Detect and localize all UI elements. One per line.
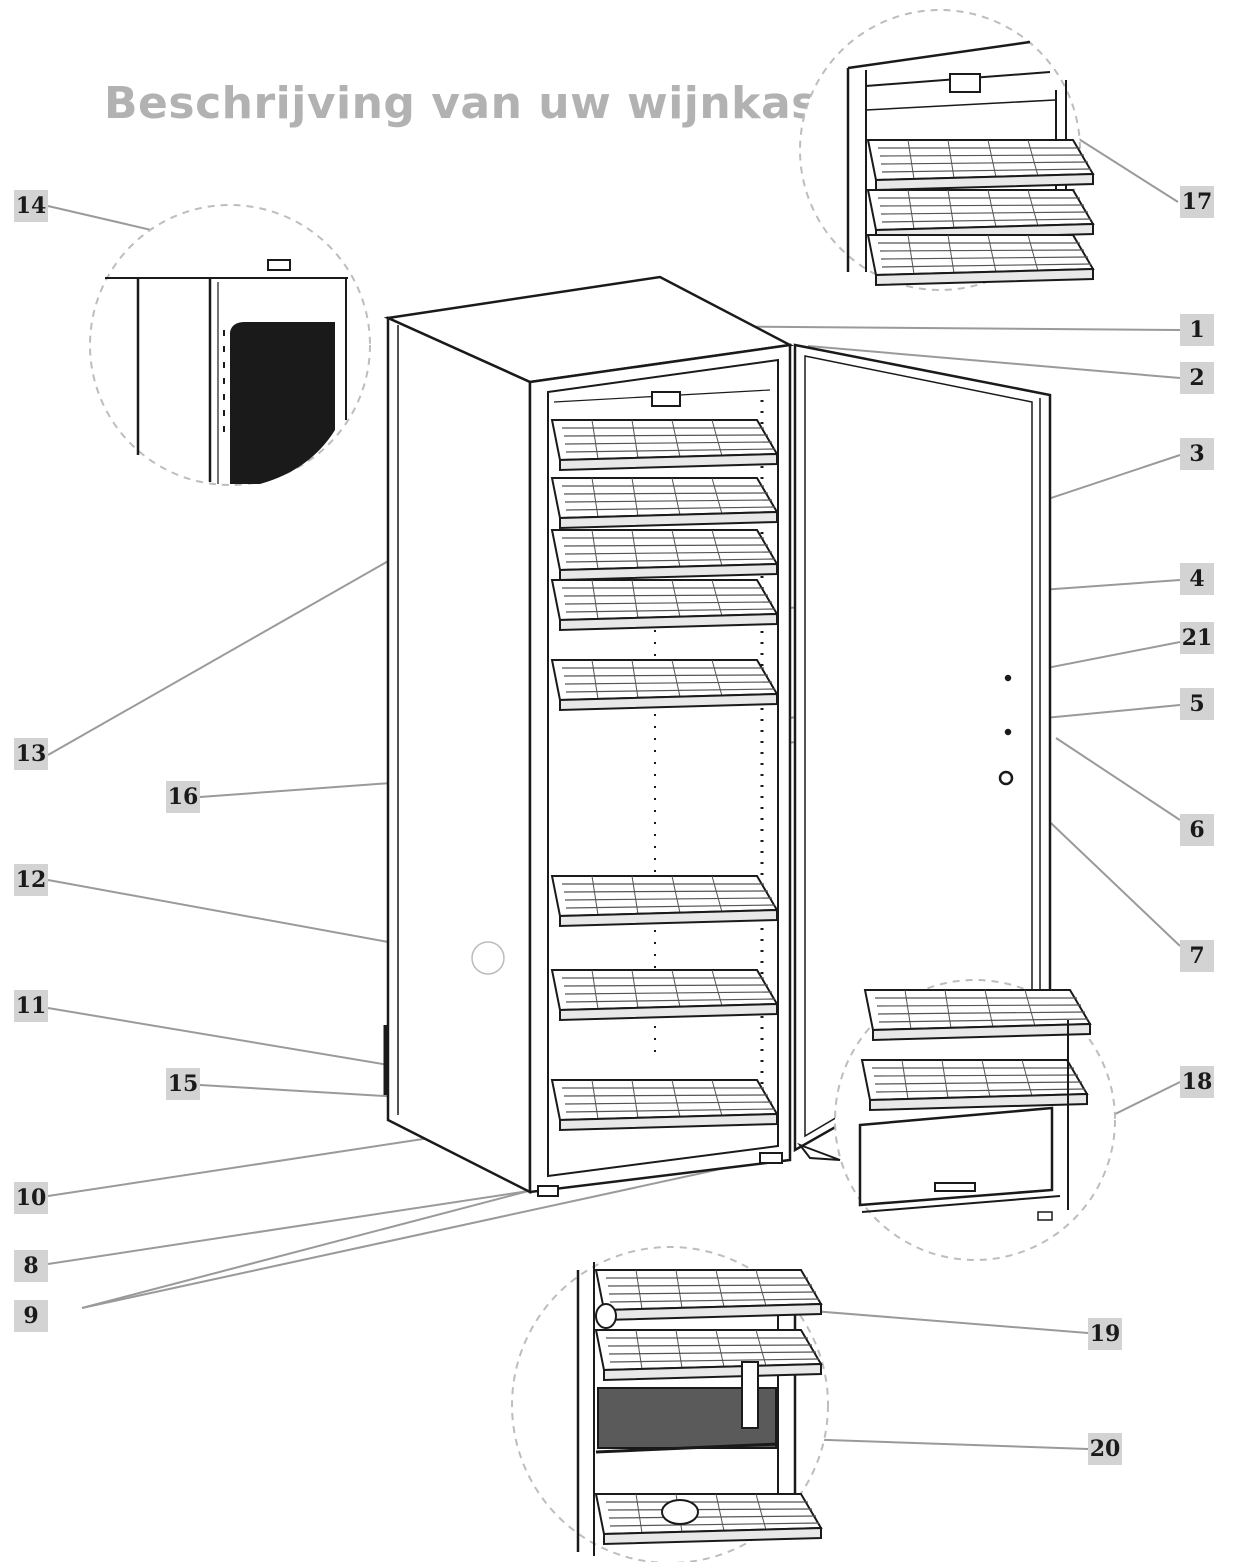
detail-circle-18 <box>834 979 1116 1261</box>
callout-3: 3 <box>1180 438 1214 470</box>
cabinet-body <box>383 275 795 1197</box>
page-title: Beschrijving van uw wijnkast <box>104 78 840 129</box>
callout-17: 17 <box>1180 186 1214 218</box>
callout-4: 4 <box>1180 563 1214 595</box>
callout-7: 7 <box>1180 940 1214 972</box>
callout-11: 11 <box>14 990 48 1022</box>
detail-circle-17 <box>799 9 1094 291</box>
detail-circle-19-20 <box>511 1246 829 1562</box>
callout-2: 2 <box>1180 362 1214 394</box>
callout-10: 10 <box>14 1182 48 1214</box>
callout-8: 8 <box>14 1250 48 1282</box>
callout-1: 1 <box>1180 314 1214 346</box>
callout-19: 19 <box>1088 1318 1122 1350</box>
callout-9: 9 <box>14 1300 48 1332</box>
callout-5: 5 <box>1180 688 1214 720</box>
callout-12: 12 <box>14 864 48 896</box>
callout-15: 15 <box>166 1068 200 1100</box>
callout-13: 13 <box>14 738 48 770</box>
callout-20: 20 <box>1088 1433 1122 1465</box>
callout-18: 18 <box>1180 1066 1214 1098</box>
callout-16: 16 <box>166 781 200 813</box>
callout-6: 6 <box>1180 814 1214 846</box>
callout-21: 21 <box>1180 622 1214 654</box>
callout-14: 14 <box>14 190 48 222</box>
detail-circle-14 <box>89 204 371 486</box>
